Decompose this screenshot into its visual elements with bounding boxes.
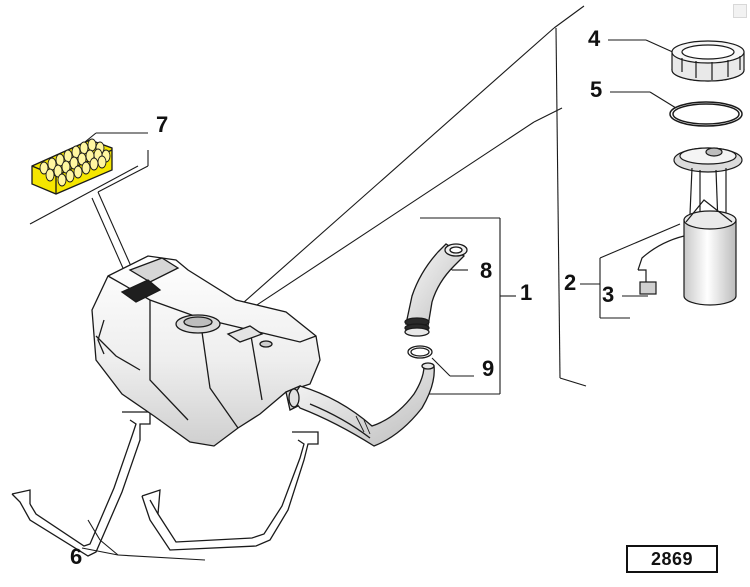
filler-pipe-part — [288, 362, 435, 447]
insulation-pad-part — [31, 138, 113, 195]
lock-ring-part — [671, 40, 745, 82]
callout-3: 3 — [602, 282, 615, 307]
fuel-pump-part — [637, 147, 743, 306]
leader-lines — [29, 5, 687, 561]
callout-8: 8 — [480, 258, 493, 283]
callout-2: 2 — [564, 270, 577, 295]
upper-hose-part — [404, 243, 468, 337]
hose-clamp-part — [407, 345, 433, 359]
fuel-tank-part — [91, 255, 321, 447]
seal-ring-part — [669, 101, 743, 127]
figure-number-box: 2869 — [626, 545, 718, 573]
callout-9: 9 — [482, 356, 495, 381]
figure-number: 2869 — [650, 548, 694, 569]
callout-6: 6 — [70, 544, 83, 569]
callout-1: 1 — [520, 280, 533, 305]
tank-straps-part — [11, 411, 319, 557]
callout-5: 5 — [590, 77, 603, 102]
close-button[interactable] — [733, 4, 747, 18]
callout-4: 4 — [588, 26, 601, 51]
callout-7: 7 — [156, 112, 169, 137]
